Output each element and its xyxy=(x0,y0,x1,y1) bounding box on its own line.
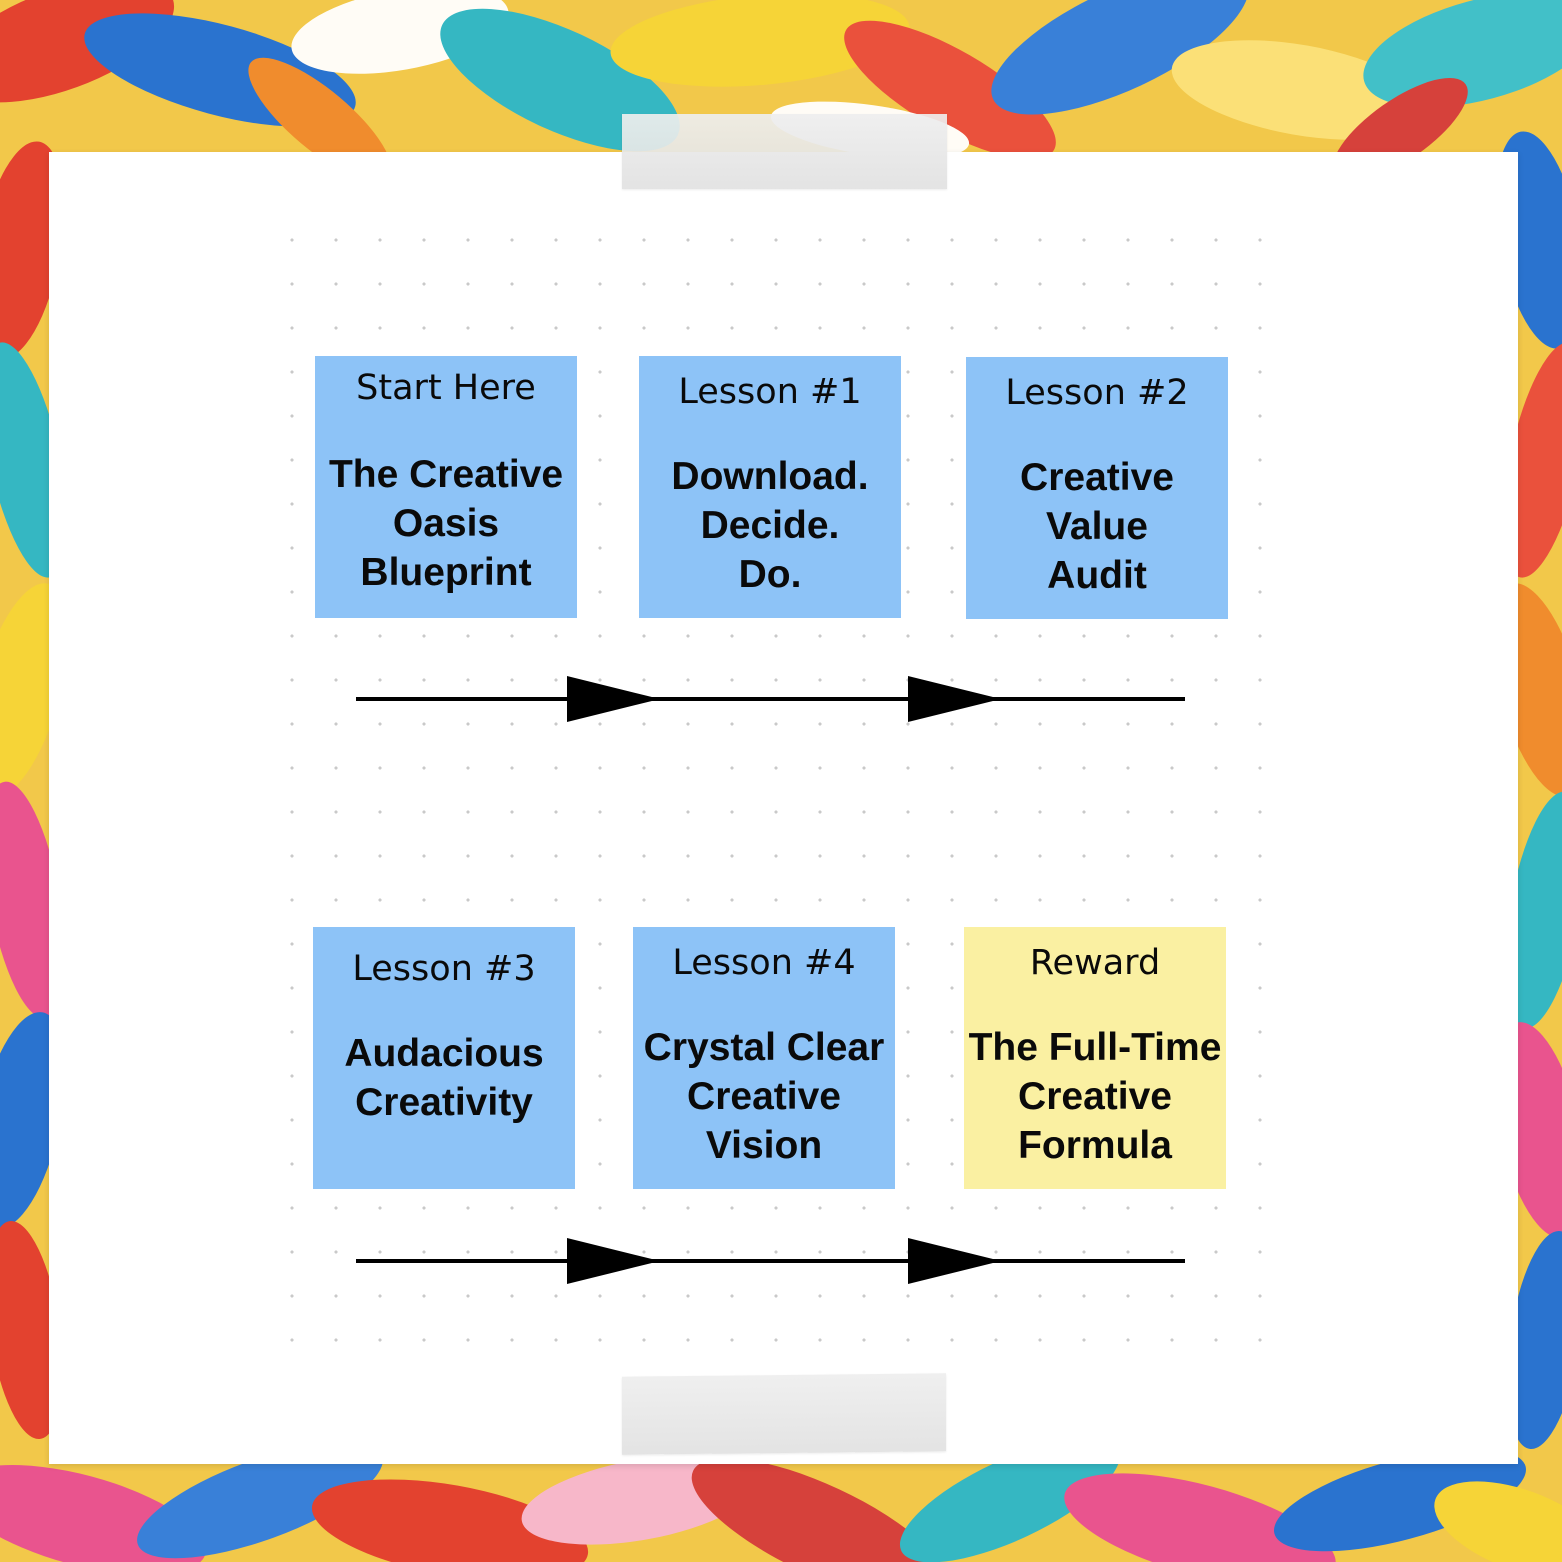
note-lesson-4: Lesson #4 Crystal Clear Creative Vision xyxy=(633,927,895,1189)
note-title: Audacious Creativity xyxy=(344,1032,544,1124)
tape-top xyxy=(622,114,947,189)
note-label: Lesson #1 xyxy=(678,372,862,412)
note-title: The Creative Oasis Blueprint xyxy=(328,453,564,594)
note-label: Lesson #4 xyxy=(672,943,856,983)
note-lesson-3: Lesson #3 Audacious Creativity xyxy=(313,927,575,1189)
note-title: The Full-Time Creative Formula xyxy=(968,1026,1222,1167)
note-reward: Reward The Full-Time Creative Formula xyxy=(964,927,1226,1189)
note-lesson-1: Lesson #1 Download. Decide. Do. xyxy=(639,356,901,618)
note-start-here: Start Here The Creative Oasis Blueprint xyxy=(315,356,577,618)
note-label: Reward xyxy=(1029,943,1161,983)
note-label: Start Here xyxy=(356,368,536,408)
tape-bottom xyxy=(622,1373,946,1455)
note-label: Lesson #2 xyxy=(1005,373,1189,413)
note-title: Download. Decide. Do. xyxy=(671,455,869,596)
note-title: Creative Value Audit xyxy=(1020,456,1174,597)
note-lesson-2: Lesson #2 Creative Value Audit xyxy=(966,357,1228,619)
note-label: Lesson #3 xyxy=(352,949,536,989)
note-title: Crystal Clear Creative Vision xyxy=(643,1026,885,1167)
